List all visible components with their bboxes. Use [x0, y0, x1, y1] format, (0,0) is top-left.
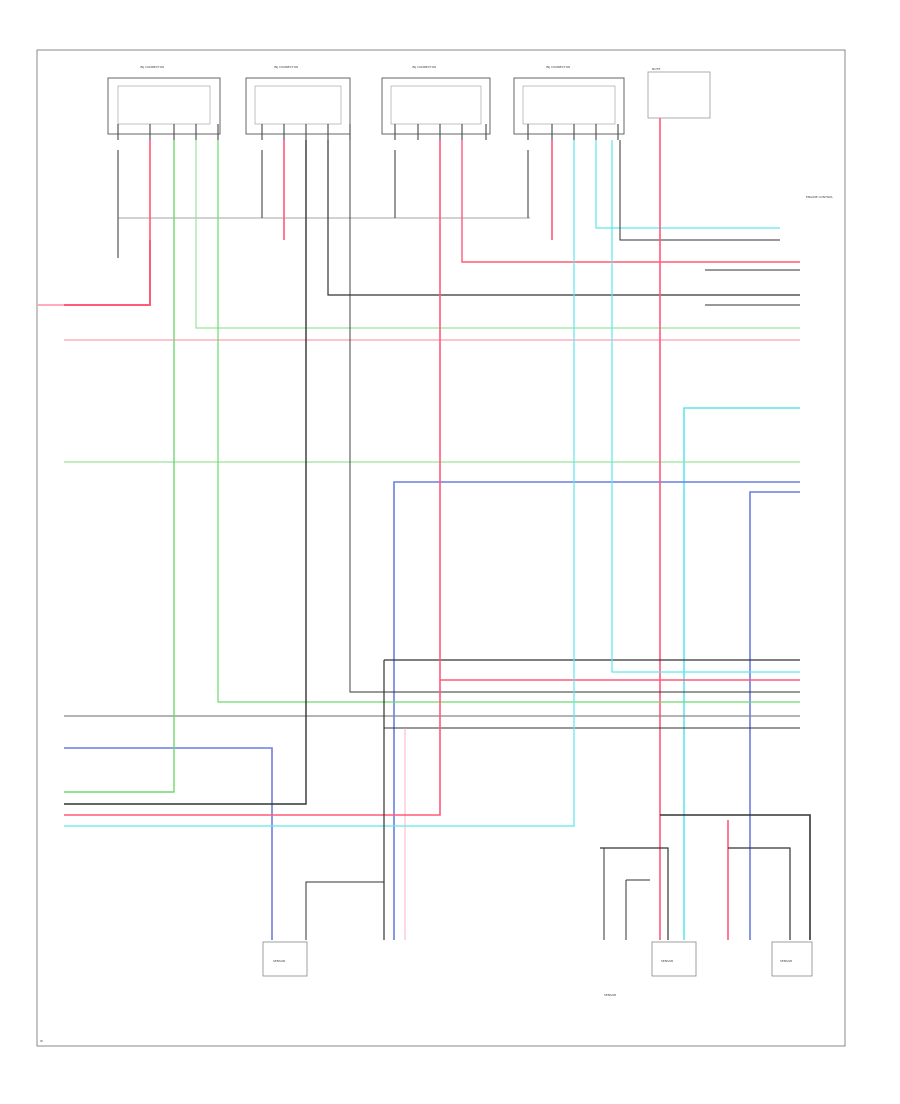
component-sensor-3-label: SENSOR: [780, 959, 792, 963]
wire-46: [749, 491, 800, 940]
wire-69: [728, 847, 791, 940]
component-sensor-1-label: SENSOR: [273, 959, 285, 963]
wire-57: [64, 140, 175, 793]
wire-64: [600, 847, 669, 940]
wire-51: [349, 140, 800, 693]
wire-37: [461, 140, 800, 263]
connector-box-2: INJ CONNECTOR: [245, 65, 351, 135]
connector-box-4: INJ CONNECTOR: [513, 65, 625, 135]
diagram-frame: [36, 49, 846, 1047]
footer-code: W: [40, 1039, 43, 1043]
wire-49: [611, 140, 800, 673]
component-sensor-4: SENSOR: [604, 993, 616, 997]
wire-31: [64, 240, 151, 306]
wire-56: [64, 747, 273, 940]
note-box: NOTE: [647, 67, 711, 119]
connector-box-3: INJ CONNECTOR: [381, 65, 491, 135]
note-box-label: NOTE: [652, 67, 660, 71]
wire-60: [64, 140, 575, 827]
wire-41: [195, 140, 800, 329]
wire-59: [64, 680, 441, 816]
wire-35: [595, 140, 780, 229]
wire-36: [619, 140, 780, 241]
wire-52: [217, 140, 800, 703]
component-sensor-1: SENSOR: [262, 941, 308, 977]
wire-63: [660, 814, 811, 940]
wire-45: [393, 481, 800, 940]
connector-box-1: INJ CONNECTOR: [107, 65, 221, 135]
component-sensor-3: SENSOR: [771, 941, 813, 977]
connector-box-3-label: INJ CONNECTOR: [412, 65, 436, 69]
component-sensor-4-label: SENSOR: [604, 993, 616, 997]
connector-box-4-label: INJ CONNECTOR: [546, 65, 570, 69]
connector-box-2-label: INJ CONNECTOR: [274, 65, 298, 69]
wire-58: [64, 140, 307, 805]
wire-43: [683, 407, 800, 940]
connector-box-1-label: INJ CONNECTOR: [140, 65, 164, 69]
right-header-label: ENGINE CONTROL: [806, 195, 833, 199]
wire-39: [327, 140, 800, 296]
wires: [38, 118, 811, 940]
component-sensor-2: SENSOR: [651, 941, 697, 977]
wire-62: [305, 881, 384, 940]
component-sensor-2-label: SENSOR: [661, 959, 673, 963]
